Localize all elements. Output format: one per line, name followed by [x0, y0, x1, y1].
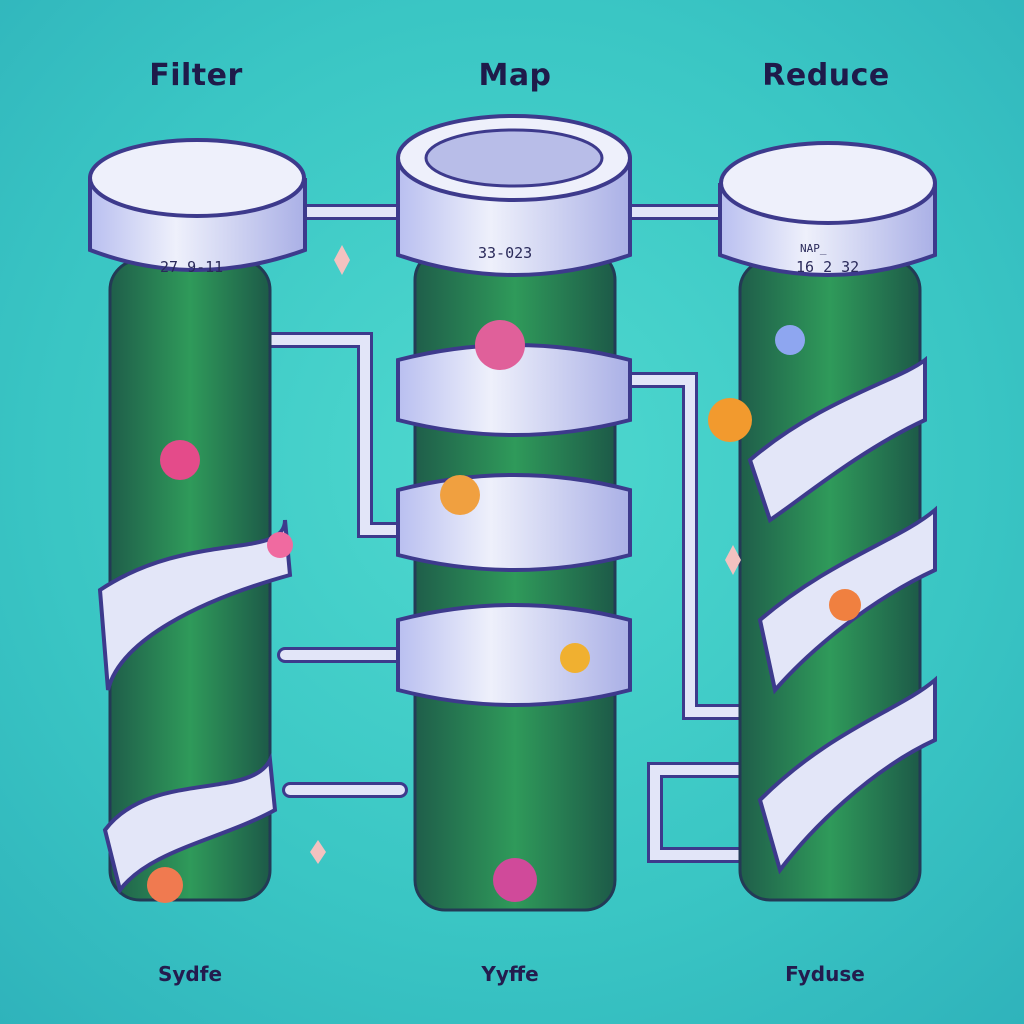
map-footer: Yyffe — [481, 962, 539, 986]
map-title: Map — [478, 58, 552, 93]
filter-vine-column — [97, 258, 293, 902]
filter-ribbon — [97, 519, 293, 691]
reduce-cylinder-label: 16 2 32 — [796, 258, 859, 276]
filter-cylinder: 27 9-11 — [88, 138, 307, 276]
reduce-vine-column — [738, 258, 937, 902]
flowers — [147, 320, 861, 903]
map-cylinder: 33-023 — [396, 114, 632, 277]
sparkles — [310, 245, 741, 864]
map-rings — [396, 343, 632, 707]
reduce-ribbon — [747, 355, 927, 524]
filter-footer: Sydfe — [157, 962, 223, 986]
filter-title: Filter — [149, 58, 243, 93]
map-cylinder-label: 33-023 — [478, 244, 532, 262]
pipes-fill — [257, 207, 785, 860]
reduce-title: Reduce — [762, 58, 890, 93]
reduce-footer: Fyduse — [785, 962, 865, 986]
reduce-cylinder: NAP_ 16 2 32 — [718, 141, 937, 277]
reduce-cylinder-sublabel: NAP_ — [800, 242, 827, 255]
filter-cylinder-label: 27 9-11 — [160, 258, 223, 276]
